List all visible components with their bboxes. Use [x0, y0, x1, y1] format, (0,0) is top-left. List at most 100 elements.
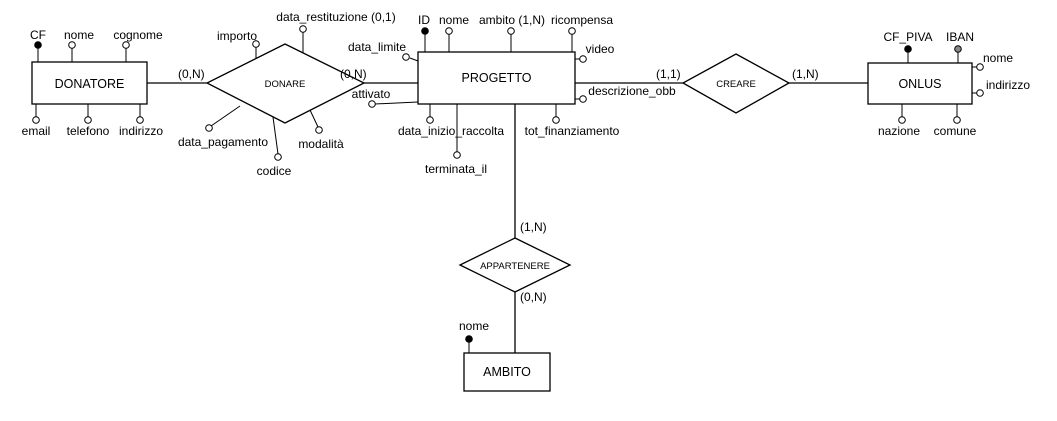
attribute-marker-icon: [315, 126, 323, 134]
svg-text:descrizione_obb: descrizione_obb: [588, 84, 676, 98]
svg-text:telefono: telefono: [67, 124, 110, 138]
svg-text:ricompensa: ricompensa: [551, 13, 613, 27]
relationship-creare-label: CREARE: [716, 79, 756, 90]
cardinality-donatore-donare: (0,N): [178, 67, 205, 81]
alternate-key-marker-icon: [954, 45, 962, 53]
attribute-marker-icon: [953, 116, 961, 124]
attribute-marker-icon: [976, 63, 984, 71]
svg-text:CF: CF: [30, 28, 46, 42]
entity-onlus[interactable]: ONLUS: [867, 62, 973, 105]
cardinality-progetto-donare: (0,N): [340, 67, 367, 81]
attribute-donare-codice[interactable]: codice: [257, 116, 292, 178]
cardinality-ambito-appartenere: (0,N): [520, 290, 547, 304]
attribute-marker-icon: [274, 153, 282, 161]
entity-ambito-label: AMBITO: [483, 365, 531, 379]
attribute-donatore-cognome[interactable]: cognome: [113, 28, 163, 62]
entity-donatore-label: DONATORE: [55, 77, 125, 91]
relationship-appartenere[interactable]: APPARTENERE: [458, 237, 572, 293]
svg-text:codice: codice: [257, 164, 292, 178]
cardinality-onlus-creare: (1,N): [792, 67, 819, 81]
attribute-progetto-video[interactable]: video: [575, 42, 615, 63]
attribute-marker-icon: [205, 124, 213, 132]
entity-progetto[interactable]: PROGETTO: [417, 51, 576, 105]
attribute-onlus-indirizzo[interactable]: indirizzo: [972, 78, 1030, 97]
attribute-marker-icon: [368, 100, 376, 108]
attribute-marker-icon: [568, 27, 576, 35]
attribute-marker-icon: [299, 25, 307, 33]
attribute-marker-icon: [84, 116, 92, 124]
attribute-donatore-cf[interactable]: CF: [30, 28, 46, 62]
svg-text:modalità: modalità: [298, 137, 344, 151]
attribute-marker-icon: [579, 55, 587, 63]
svg-text:nazione: nazione: [878, 124, 920, 138]
svg-text:cognome: cognome: [113, 28, 163, 42]
key-marker-icon: [421, 27, 429, 35]
attribute-progetto-data-limite[interactable]: data_limite: [348, 40, 419, 62]
svg-text:nome: nome: [64, 28, 94, 42]
attribute-progetto-tot-finanziamento[interactable]: tot_finanziamento: [525, 104, 620, 138]
attribute-marker-icon: [552, 116, 560, 124]
svg-text:data_pagamento: data_pagamento: [178, 135, 268, 149]
attribute-donatore-nome[interactable]: nome: [64, 28, 94, 62]
attribute-progetto-data-inizio-raccolta[interactable]: data_inizio_raccolta: [398, 104, 504, 138]
entity-ambito[interactable]: AMBITO: [463, 352, 551, 392]
key-marker-icon: [904, 45, 912, 53]
attribute-onlus-iban[interactable]: IBAN: [946, 30, 974, 63]
svg-text:CF_PIVA: CF_PIVA: [883, 30, 932, 44]
entity-progetto-label: PROGETTO: [462, 71, 532, 85]
key-marker-icon: [34, 41, 42, 49]
attribute-progetto-id[interactable]: ID: [418, 13, 430, 52]
attribute-donare-importo[interactable]: importo: [217, 29, 260, 58]
relationship-creare[interactable]: CREARE: [681, 53, 791, 114]
attribute-marker-icon: [579, 95, 587, 103]
attribute-onlus-nazione[interactable]: nazione: [878, 104, 920, 138]
attribute-donatore-indirizzo[interactable]: indirizzo: [119, 104, 163, 138]
attribute-marker-icon: [68, 41, 76, 49]
attribute-marker-icon: [445, 27, 453, 35]
attribute-progetto-ambito[interactable]: ambito (1,N): [479, 13, 545, 52]
attribute-marker-icon: [976, 89, 984, 97]
cardinality-progetto-appartenere: (1,N): [520, 220, 547, 234]
svg-text:attivato: attivato: [352, 87, 391, 101]
attribute-marker-icon: [507, 27, 515, 35]
attribute-marker-icon: [122, 41, 130, 49]
svg-text:ambito (1,N): ambito (1,N): [479, 13, 545, 27]
attribute-donare-modalita[interactable]: modalità: [298, 109, 344, 151]
attribute-progetto-ricompensa[interactable]: ricompensa: [551, 13, 613, 52]
attribute-onlus-nome[interactable]: nome: [972, 51, 1013, 71]
attribute-ambito-nome[interactable]: nome: [459, 319, 489, 353]
svg-text:email: email: [22, 124, 51, 138]
attribute-marker-icon: [402, 53, 410, 61]
attribute-marker-icon: [426, 116, 434, 124]
attribute-onlus-comune[interactable]: comune: [934, 104, 977, 138]
attribute-progetto-terminata-il[interactable]: terminata_il: [425, 104, 487, 176]
attribute-donatore-telefono[interactable]: telefono: [67, 104, 110, 138]
svg-text:IBAN: IBAN: [946, 30, 974, 44]
attribute-marker-icon: [898, 116, 906, 124]
entity-donatore[interactable]: DONATORE: [31, 61, 148, 105]
svg-text:data_inizio_raccolta: data_inizio_raccolta: [398, 124, 504, 138]
svg-text:nome: nome: [983, 51, 1013, 65]
svg-text:video: video: [586, 42, 615, 56]
svg-text:nome: nome: [439, 13, 469, 27]
svg-text:ID: ID: [418, 13, 430, 27]
attribute-marker-icon: [32, 116, 40, 124]
attribute-onlus-cf-piva[interactable]: CF_PIVA: [883, 30, 933, 63]
svg-text:indirizzo: indirizzo: [119, 124, 163, 138]
svg-text:tot_finanziamento: tot_finanziamento: [525, 124, 620, 138]
svg-text:nome: nome: [459, 319, 489, 333]
attribute-progetto-attivato[interactable]: attivato: [352, 87, 419, 108]
svg-text:importo: importo: [217, 29, 257, 43]
attribute-progetto-descrizione-obb[interactable]: descrizione_obb: [575, 84, 676, 103]
relationship-donare[interactable]: DONARE: [205, 43, 366, 124]
entity-onlus-label: ONLUS: [898, 77, 941, 91]
attribute-marker-icon: [453, 151, 461, 159]
attribute-marker-icon: [252, 40, 260, 48]
attribute-progetto-nome[interactable]: nome: [439, 13, 469, 52]
svg-text:data_limite: data_limite: [348, 40, 406, 54]
attribute-donare-data-restituzione[interactable]: data_restituzione (0,1): [276, 10, 396, 53]
attribute-donare-data-pagamento[interactable]: data_pagamento: [178, 105, 268, 149]
attribute-donatore-email[interactable]: email: [22, 104, 51, 138]
relationship-appartenere-label: APPARTENERE: [480, 261, 550, 272]
